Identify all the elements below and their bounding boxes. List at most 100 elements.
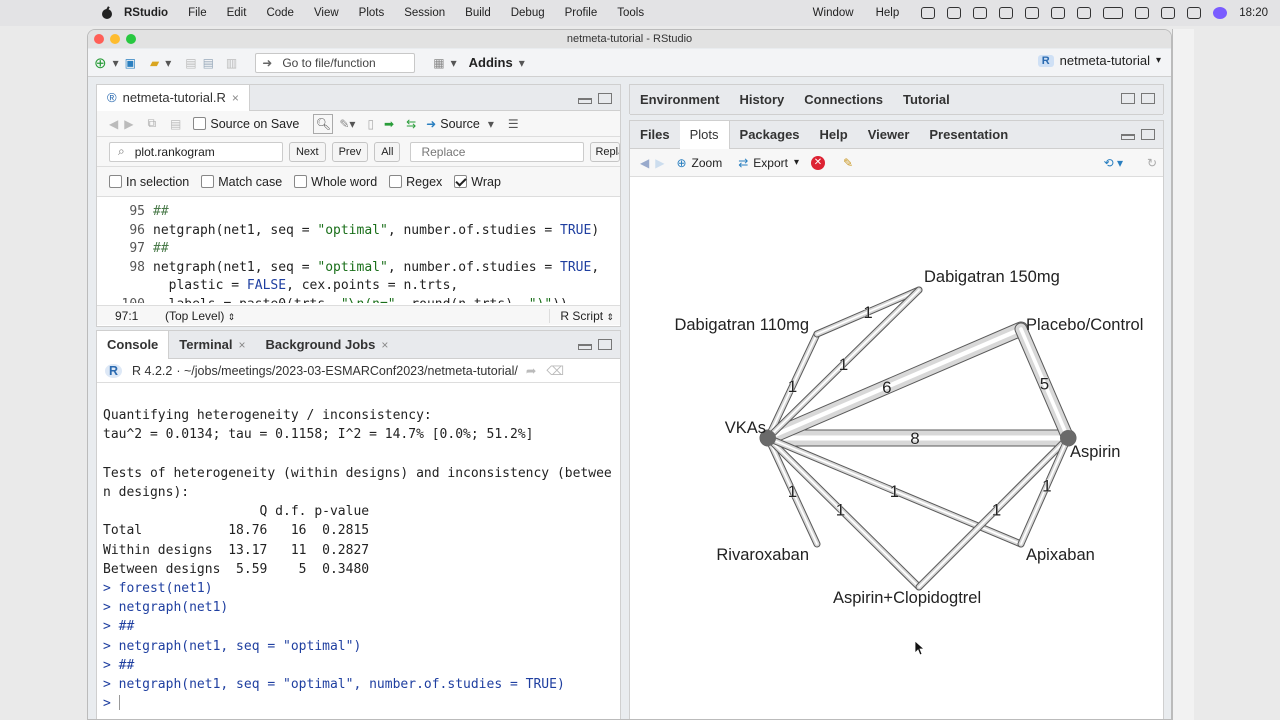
tab-help[interactable]: Help: [810, 121, 858, 149]
control-center-icon[interactable]: [1187, 7, 1202, 19]
previous-plot-icon[interactable]: ◀: [640, 155, 650, 170]
print-icon[interactable]: ▥: [225, 55, 238, 70]
clear-all-plots-icon[interactable]: ✎: [843, 155, 854, 170]
new-file-icon[interactable]: ⊕: [94, 54, 107, 72]
scope-selector[interactable]: (Top Level) ⇕: [165, 309, 235, 323]
search-icon[interactable]: 🔍︎: [313, 113, 334, 134]
restore-pane-icon[interactable]: [1121, 93, 1135, 104]
publish-icon[interactable]: ⟲ ▾: [1103, 155, 1123, 170]
save-icon[interactable]: ▤: [170, 116, 182, 131]
code-line[interactable]: 95##: [97, 203, 620, 222]
refresh-icon[interactable]: ↻: [1146, 155, 1157, 170]
menu-tools[interactable]: Tools: [617, 7, 645, 19]
regex-checkbox[interactable]: [389, 174, 403, 188]
moon-icon[interactable]: [1077, 7, 1092, 19]
time-machine-icon[interactable]: [1051, 7, 1066, 19]
tab-presentation[interactable]: Presentation: [919, 121, 1018, 149]
compile-report-icon[interactable]: ▯: [367, 116, 375, 131]
tab-connections[interactable]: Connections: [794, 86, 893, 114]
menu-edit[interactable]: Edit: [226, 7, 247, 19]
search-icon[interactable]: [1161, 7, 1176, 19]
new-project-icon[interactable]: ▣: [124, 55, 136, 70]
tab-console[interactable]: Console: [97, 330, 170, 359]
code-line[interactable]: 97##: [97, 240, 620, 259]
minimize-pane-icon[interactable]: [578, 98, 592, 104]
tab-viewer[interactable]: Viewer: [858, 121, 920, 149]
clear-console-icon[interactable]: ⌫: [546, 364, 565, 378]
zoom-window-button[interactable]: [126, 34, 136, 44]
whole-word-option[interactable]: Whole word: [294, 174, 377, 189]
tab-packages[interactable]: Packages: [730, 121, 810, 149]
chevron-down-icon[interactable]: ▾: [112, 55, 119, 70]
language-selector[interactable]: R Script ⇕: [549, 308, 614, 323]
chevron-down-icon[interactable]: ▾: [450, 55, 457, 70]
menu-view[interactable]: View: [313, 7, 339, 19]
maximize-pane-icon[interactable]: [1141, 93, 1155, 104]
console-output[interactable]: Quantifying heterogeneity / inconsistenc…: [103, 387, 620, 719]
minimize-pane-icon[interactable]: [578, 344, 592, 350]
restore-pane-icon[interactable]: [1141, 129, 1155, 140]
goto-file-input[interactable]: ➜ Go to file/function: [255, 52, 416, 73]
menu-debug[interactable]: Debug: [510, 7, 545, 19]
minimize-window-button[interactable]: [110, 34, 120, 44]
wrap-option[interactable]: Wrap: [454, 174, 501, 189]
next-plot-icon[interactable]: ▶: [655, 155, 665, 170]
find-next-button[interactable]: Next: [288, 141, 326, 162]
match-case-option[interactable]: Match case: [201, 174, 282, 189]
chevron-down-icon[interactable]: ▾: [349, 116, 356, 131]
zoom-button[interactable]: ⊕ Zoom: [676, 153, 722, 173]
close-tab-icon[interactable]: ×: [381, 337, 389, 352]
tab-background-jobs[interactable]: Background Jobs×: [256, 331, 399, 359]
open-folder-icon[interactable]: ▰: [149, 55, 160, 70]
replace-button[interactable]: Replace: [590, 141, 620, 162]
project-menu[interactable]: R netmeta-tutorial ▾: [1037, 53, 1161, 68]
close-tab-icon[interactable]: ×: [231, 90, 239, 105]
code-line[interactable]: 100 labels = paste0(trts, "\n(n=", round…: [97, 296, 620, 304]
tab-files[interactable]: Files: [630, 121, 680, 149]
source-button[interactable]: ➜ Source ▾: [426, 114, 494, 134]
save-all-icon[interactable]: ▤: [202, 55, 214, 70]
menu-file[interactable]: File: [188, 7, 207, 19]
wifi-icon[interactable]: [1135, 7, 1150, 19]
close-window-button[interactable]: [94, 34, 104, 44]
tab-history[interactable]: History: [729, 86, 794, 114]
apple-icon[interactable]: [100, 6, 114, 20]
menubar-clock[interactable]: 18:20: [1239, 7, 1268, 19]
status-icon[interactable]: [973, 7, 988, 19]
chevron-down-icon[interactable]: ▾: [165, 55, 172, 70]
grid-layout-icon[interactable]: ▦: [433, 55, 445, 70]
menu-profile[interactable]: Profile: [564, 7, 598, 19]
menu-window[interactable]: Window: [812, 7, 854, 19]
remove-plot-icon[interactable]: ✕: [811, 155, 825, 170]
battery-icon[interactable]: [1103, 7, 1124, 19]
export-button[interactable]: ⇄ Export ▾: [738, 153, 799, 173]
maximize-pane-icon[interactable]: [598, 339, 612, 350]
goto-directory-icon[interactable]: ➦: [525, 364, 537, 378]
menu-plots[interactable]: Plots: [358, 7, 385, 19]
regex-option[interactable]: Regex: [389, 174, 442, 189]
wrap-checkbox[interactable]: [454, 174, 468, 188]
whole-word-checkbox[interactable]: [294, 174, 308, 188]
code-line[interactable]: plastic = FALSE, cex.points = n.trts,: [97, 277, 620, 296]
addins-menu[interactable]: Addins: [468, 55, 513, 70]
back-icon[interactable]: ◀: [109, 116, 119, 131]
outline-icon[interactable]: ☰: [507, 116, 519, 131]
in-selection-option[interactable]: In selection: [109, 174, 189, 189]
in-selection-checkbox[interactable]: [109, 174, 122, 188]
status-app-icon[interactable]: [921, 7, 936, 19]
display-icon[interactable]: [999, 7, 1014, 19]
menu-session[interactable]: Session: [404, 7, 446, 19]
tab-environment[interactable]: Environment: [630, 86, 729, 114]
menu-help[interactable]: Help: [875, 7, 900, 19]
tab-plots[interactable]: Plots: [679, 120, 730, 149]
run-line-icon[interactable]: ➡: [384, 116, 395, 131]
source-on-save-option[interactable]: Source on Save: [193, 116, 299, 131]
find-all-button[interactable]: All: [374, 141, 401, 162]
menu-app[interactable]: RStudio: [124, 7, 169, 19]
find-prev-button[interactable]: Prev: [331, 141, 369, 162]
source-on-save-checkbox[interactable]: [193, 116, 207, 130]
siri-icon[interactable]: [1213, 7, 1228, 19]
close-tab-icon[interactable]: ×: [238, 337, 246, 352]
